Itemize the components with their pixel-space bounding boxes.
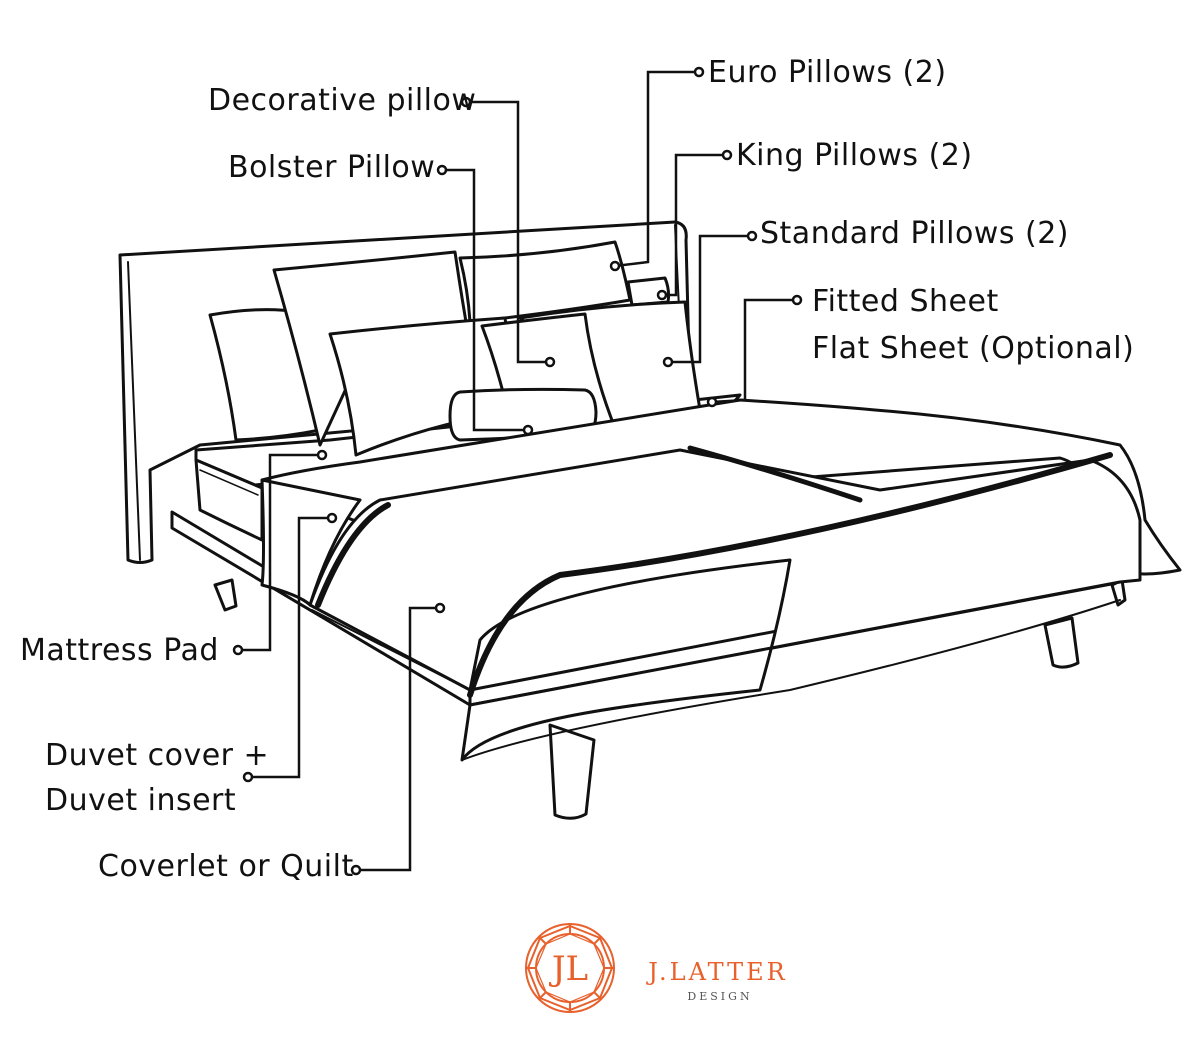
logo-name: J.LATTER <box>645 958 787 986</box>
leg-front-right <box>1045 618 1078 667</box>
label-fitted-sheet: Fitted Sheet <box>812 284 999 319</box>
label-coverlet-or-quilt: Coverlet or Quilt <box>98 849 354 884</box>
logo-subtitle: DESIGN <box>687 990 752 1003</box>
label-decorative-pillow: Decorative pillow <box>208 83 476 118</box>
logo-monogram: JL <box>549 949 588 989</box>
logo: JL J.LATTER DESIGN <box>526 924 788 1012</box>
label-flat-sheet: Flat Sheet (Optional) <box>812 331 1134 366</box>
leg-back-left <box>215 580 236 610</box>
coverlet <box>310 448 1140 760</box>
label-duvet-insert: Duvet insert <box>45 783 236 818</box>
label-standard-pillows: Standard Pillows (2) <box>760 216 1069 251</box>
label-euro-pillows: Euro Pillows (2) <box>708 55 947 90</box>
label-bolster-pillow: Bolster Pillow <box>228 150 435 185</box>
leg-front-left <box>550 725 594 818</box>
label-king-pillows: King Pillows (2) <box>736 138 973 173</box>
label-mattress-pad: Mattress Pad <box>20 633 219 668</box>
label-duvet-cover: Duvet cover + <box>45 738 269 773</box>
